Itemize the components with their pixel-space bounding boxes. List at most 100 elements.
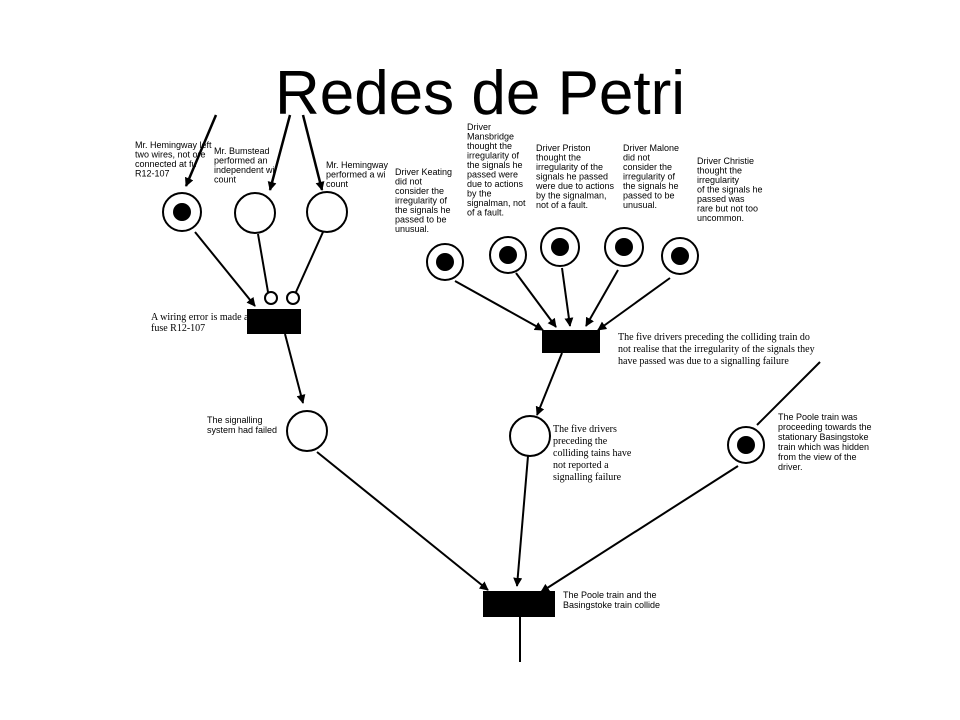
label-line: not of a fault. [536, 200, 588, 210]
label-line: colliding tains have [553, 448, 632, 459]
label-line: were due to actions [535, 181, 615, 191]
place-hemingway-left [162, 192, 202, 232]
label-line: two wires, not ore [135, 150, 206, 160]
arc-realise-to-not-reported [535, 352, 563, 416]
label-line: Driver Christie [697, 156, 754, 166]
label-line: irregularity of [467, 151, 520, 161]
arc-in-hemingway-left [184, 114, 218, 187]
label-line: thought the [467, 141, 512, 151]
place-priston [540, 227, 580, 267]
label-line: unusual. [395, 224, 429, 234]
arc-poole-to-collision [540, 465, 739, 593]
label-line: The five drivers preceding the colliding… [618, 332, 810, 343]
label-line: proceeding towards the [778, 422, 872, 432]
label-line: not reported a [553, 460, 609, 471]
place-mansbridge [489, 236, 527, 274]
label-line: irregularity [697, 175, 740, 185]
token [173, 203, 191, 221]
label-line: preceding the [553, 436, 608, 447]
label-line: signals he passed [536, 172, 608, 182]
label-line: the signals he [395, 205, 451, 215]
label-line: The Poole train was [778, 412, 858, 422]
label-line: rare but not too [697, 204, 758, 214]
label-line: stationary Basingstoke [778, 432, 869, 442]
label-line: count [326, 179, 349, 189]
arc-hemingway-left-to-wiring [194, 231, 256, 307]
label-line: fuse R12-107 [151, 323, 205, 334]
label-line: by the [467, 189, 492, 199]
transition-drivers-not-realise [542, 330, 600, 353]
label-line: Driver [467, 122, 491, 132]
arc-christie-to-realise [597, 277, 671, 331]
label-line: The five drivers [553, 424, 617, 435]
label-line: passed to be [623, 191, 675, 201]
label-line: Mansbridge [467, 132, 514, 142]
label-line: of the signals he [697, 185, 763, 195]
arc-priston-to-realise [561, 267, 574, 327]
label-line: independent wi [214, 165, 275, 175]
place-malone [604, 227, 644, 267]
place-christie [661, 237, 699, 275]
label-drivers-not-realise: The five drivers preceding the colliding… [618, 332, 815, 367]
label-line: not realise that the irregularity of the… [618, 344, 815, 355]
label-line: R12-107 [135, 169, 170, 179]
place-small-b [286, 291, 300, 305]
label-line: Driver Priston [536, 143, 591, 153]
token [615, 238, 633, 256]
arc-not-reported-to-collision [513, 455, 529, 587]
place-small-a [264, 291, 278, 305]
arc-in-poole [756, 361, 821, 426]
label-line: have passed was due to a signalling fail… [618, 356, 789, 367]
token [671, 247, 689, 265]
label-line: thought the [536, 153, 581, 163]
label-line: Mr. Hemingway [326, 160, 389, 170]
transition-wiring-error [247, 309, 301, 334]
label-line: The Poole train and the [563, 590, 657, 600]
label-line: of a fault. [467, 208, 504, 218]
arc-wiring-to-signalling [284, 333, 306, 404]
label-line: did not [623, 153, 651, 163]
label-line: A wiring error is made a [151, 312, 249, 323]
label-line: Basingstoke train collide [563, 600, 660, 610]
label-line: the signals he [623, 181, 679, 191]
place-poole-proceeding [727, 426, 765, 464]
label-line: did not [395, 177, 423, 187]
label-line: consider the [395, 186, 444, 196]
token [499, 246, 517, 264]
label-line: passed was [697, 194, 745, 204]
token [551, 238, 569, 256]
label-line: Mr. Hemingway left [135, 140, 212, 150]
label-line: unusual. [623, 200, 657, 210]
label-line: passed were [467, 170, 518, 180]
label-line: Driver Keating [395, 167, 452, 177]
label-line: train which was hidden [778, 442, 869, 452]
arc-mansbridge-to-realise [515, 272, 557, 328]
slide-title: Redes de Petri [274, 59, 686, 128]
label-line: due to actions [467, 179, 524, 189]
place-signalling-failed [286, 410, 328, 452]
label-line: by the signalman, [536, 191, 607, 201]
label-line: performed a wi [326, 170, 386, 180]
label-line: performed an [214, 156, 268, 166]
arc-in-hemingway-count [301, 114, 325, 191]
label-line: the signals he [467, 160, 523, 170]
label-line: connected at fu [135, 159, 197, 169]
label-line: from the view of the [778, 452, 857, 462]
arc-signalling-to-collision [316, 451, 489, 591]
token [436, 253, 454, 271]
label-line: irregularity of [395, 196, 448, 206]
place-keating [426, 243, 464, 281]
